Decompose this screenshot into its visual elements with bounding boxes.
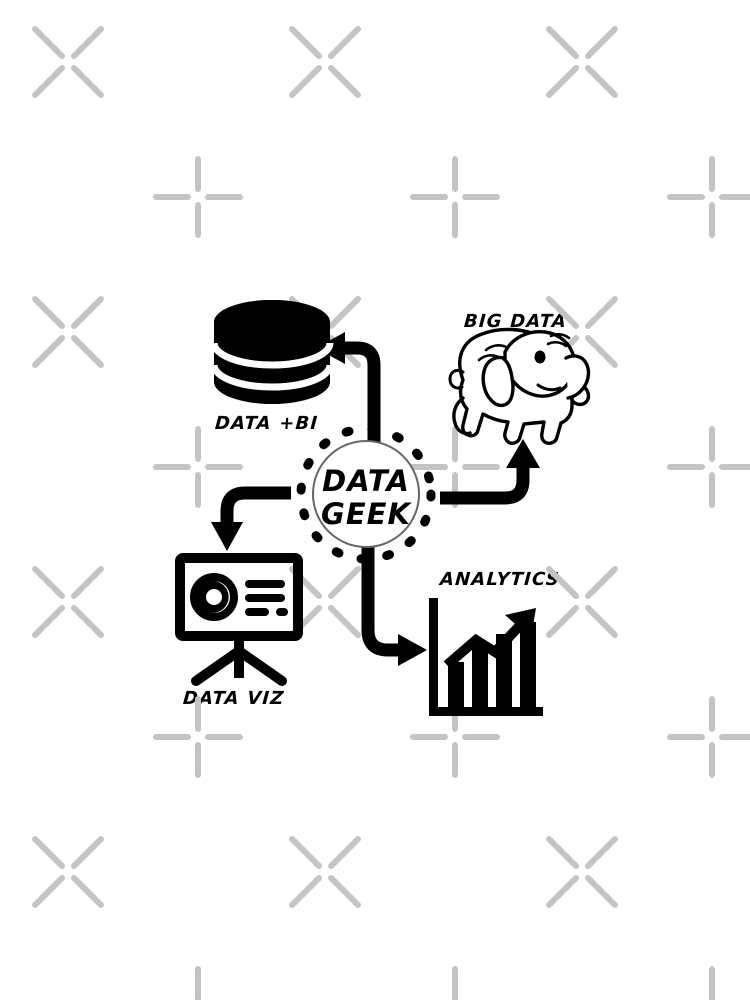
elephant-icon <box>448 327 591 445</box>
arrow-to-big-data <box>440 439 540 505</box>
bar-chart-growth-icon <box>429 598 543 716</box>
badge-line1: DATA <box>322 464 410 498</box>
data-geek-badge[interactable]: DATA GEEK <box>296 424 436 564</box>
presentation-chart-icon <box>175 553 303 686</box>
database-icon <box>210 300 334 404</box>
arrow-to-analytics <box>361 545 427 666</box>
arrow-to-data-viz <box>211 486 291 551</box>
badge-line2: GEEK <box>321 497 412 531</box>
